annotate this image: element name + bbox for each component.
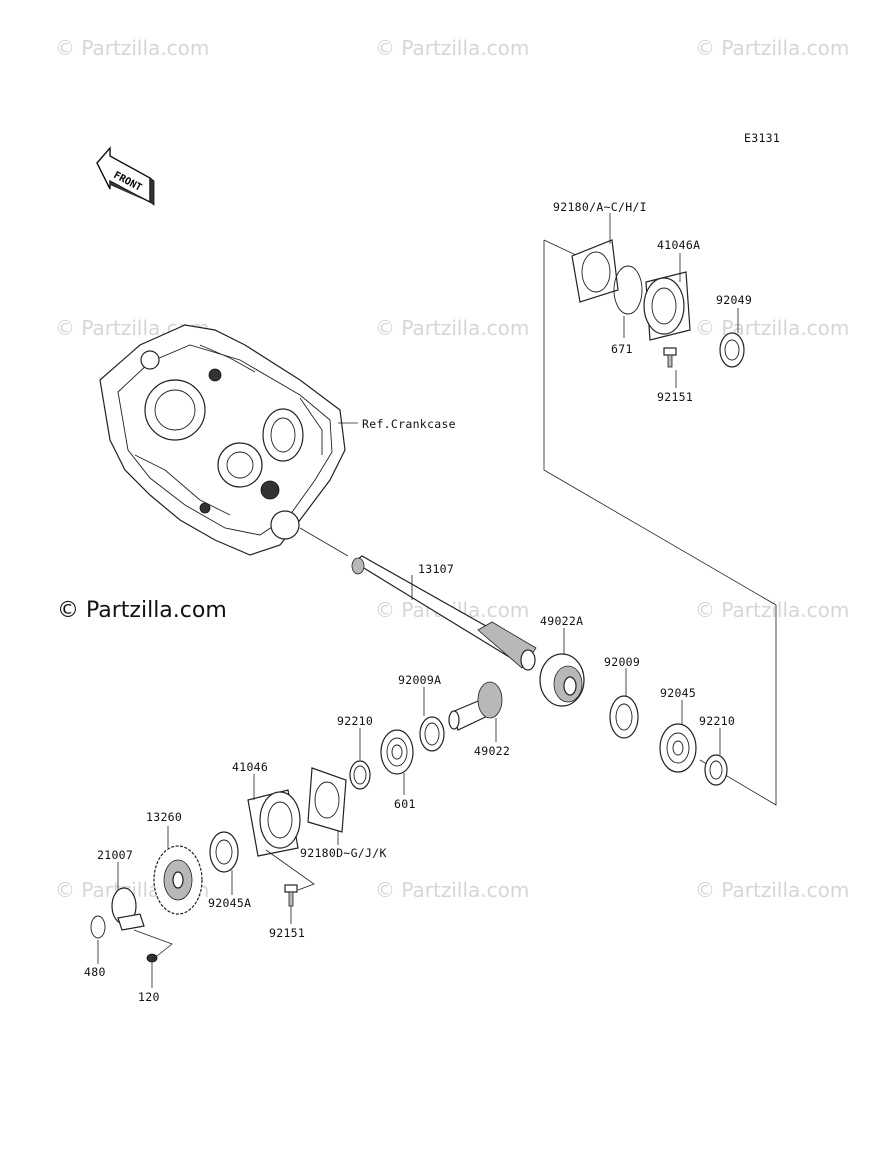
part-label-41046: 41046 bbox=[232, 760, 269, 774]
seal-92049 bbox=[719, 332, 745, 368]
watermark: © Partzilla.com bbox=[695, 598, 850, 622]
washer-92009a bbox=[419, 716, 445, 752]
part-label-92151-top: 92151 bbox=[657, 390, 694, 404]
watermark: © Partzilla.com bbox=[55, 36, 210, 60]
part-label-21007: 21007 bbox=[97, 848, 134, 862]
bearing-92045 bbox=[659, 723, 697, 773]
housing-41046a bbox=[643, 271, 691, 341]
front-arrow-icon: FRONT bbox=[96, 146, 155, 206]
gear-13260 bbox=[153, 845, 203, 915]
part-label-92045a: 92045A bbox=[208, 896, 252, 910]
oring-671 bbox=[613, 265, 643, 315]
part-label-92180-aci: 92180/A~C/H/I bbox=[553, 200, 647, 214]
part-label-13107: 13107 bbox=[418, 562, 455, 576]
part-label-92210-right: 92210 bbox=[699, 714, 736, 728]
plate-21007 bbox=[111, 887, 145, 931]
washer-92009 bbox=[609, 695, 639, 739]
watermark: © Partzilla.com bbox=[695, 36, 850, 60]
crankcase bbox=[99, 324, 346, 556]
part-label-92180-dgjk: 92180D~G/J/K bbox=[300, 846, 387, 860]
exploded-frame bbox=[543, 239, 777, 806]
part-label-49022a: 49022A bbox=[540, 614, 584, 628]
part-label-92045: 92045 bbox=[660, 686, 697, 700]
watermark: © Partzilla.com bbox=[375, 878, 530, 902]
part-label-49022: 49022 bbox=[474, 744, 511, 758]
part-label-92049: 92049 bbox=[716, 293, 753, 307]
part-label-92151-bottom: 92151 bbox=[269, 926, 306, 940]
part-label-13260: 13260 bbox=[146, 810, 183, 824]
part-label-41046a: 41046A bbox=[657, 238, 701, 252]
gear-49022a bbox=[539, 653, 585, 707]
part-label-92210-left: 92210 bbox=[337, 714, 374, 728]
part-label-92009a: 92009A bbox=[398, 673, 442, 687]
watermark: © Partzilla.com bbox=[695, 878, 850, 902]
watermark: © Partzilla.com bbox=[375, 316, 530, 340]
part-label-120: 120 bbox=[138, 990, 160, 1004]
shaft-13107 bbox=[351, 555, 537, 671]
bearing-92045a bbox=[209, 831, 239, 873]
circlip-480 bbox=[90, 915, 106, 939]
watermark: © Partzilla.com bbox=[375, 36, 530, 60]
screw-120 bbox=[146, 953, 158, 963]
seal-92210-right bbox=[704, 754, 728, 786]
brand-text: © Partzilla.com bbox=[57, 598, 227, 623]
watermark: © Partzilla.com bbox=[695, 316, 850, 340]
part-label-671: 671 bbox=[611, 342, 633, 356]
gasket-92180a bbox=[571, 239, 619, 303]
seal-92210-left bbox=[349, 760, 371, 790]
housing-41046 bbox=[247, 789, 301, 857]
bearing-601 bbox=[380, 729, 414, 775]
part-label-480: 480 bbox=[84, 965, 106, 979]
diagram-code: E3131 bbox=[744, 131, 781, 145]
gear-49022 bbox=[448, 681, 503, 731]
part-label-92009: 92009 bbox=[604, 655, 641, 669]
bolt-92151-top bbox=[663, 347, 677, 368]
gasket-92180d bbox=[307, 767, 347, 833]
ref-crankcase-label: Ref.Crankcase bbox=[362, 417, 456, 431]
bolt-92151-bottom bbox=[284, 884, 298, 907]
part-label-601: 601 bbox=[394, 797, 416, 811]
